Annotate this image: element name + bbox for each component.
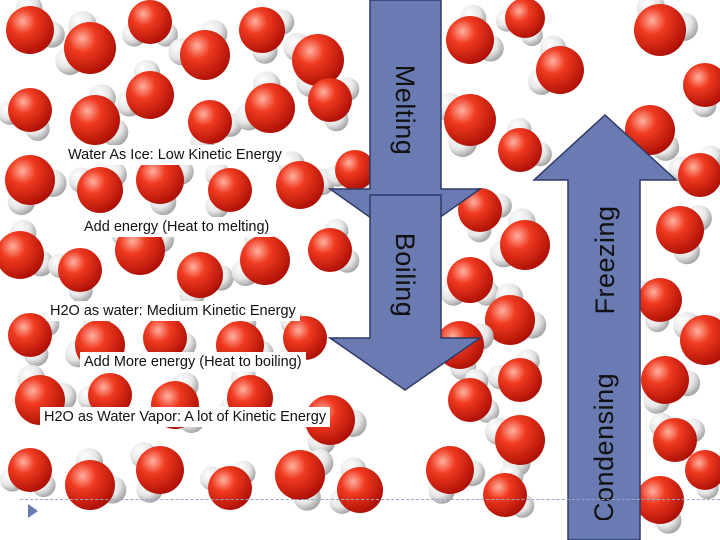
water-molecule xyxy=(329,457,383,514)
add-more-energy-label: Add More energy (Heat to boiling) xyxy=(80,352,306,372)
water-molecule xyxy=(446,4,504,64)
water-molecule xyxy=(487,349,542,402)
water-molecule xyxy=(0,88,52,141)
water-molecule xyxy=(484,415,545,477)
water-molecule xyxy=(5,155,67,216)
melting-boiling-arrow xyxy=(327,0,483,243)
freezing-arrow-label: Freezing xyxy=(590,205,620,315)
water-label: H2O as water: Medium Kinetic Energy xyxy=(46,301,300,321)
water-molecule xyxy=(528,35,584,95)
bullet-triangle-icon xyxy=(28,504,38,518)
water-molecule xyxy=(168,19,230,80)
water-molecule xyxy=(48,248,102,303)
water-molecule xyxy=(426,446,486,504)
condensing-label-clip: Condensing xyxy=(576,352,632,520)
water-molecule xyxy=(649,412,706,462)
boiling-arrow-head xyxy=(327,194,483,391)
water-molecule xyxy=(6,0,65,54)
water-molecule xyxy=(668,145,720,197)
boiling-arrow-label: Boiling xyxy=(390,232,420,318)
water-molecule xyxy=(8,312,60,367)
water-molecule xyxy=(122,0,178,47)
water-molecule xyxy=(234,71,295,133)
water-molecule xyxy=(231,224,290,287)
water-molecule xyxy=(498,117,552,172)
slide-divider xyxy=(20,499,720,500)
water-molecule xyxy=(308,77,360,132)
water-molecule xyxy=(683,63,720,118)
water-molecule xyxy=(55,10,116,75)
water-molecule xyxy=(130,442,184,503)
water-molecule xyxy=(685,450,720,500)
water-molecule xyxy=(177,252,234,308)
water-molecule xyxy=(0,448,56,498)
water-molecule xyxy=(435,93,496,157)
water-molecule xyxy=(68,161,127,213)
water-molecule xyxy=(275,449,334,511)
water-molecule xyxy=(458,188,512,243)
water-molecule xyxy=(495,0,545,47)
freezing-condensing-arrow xyxy=(532,113,678,540)
water-molecule xyxy=(70,84,129,146)
water-molecule xyxy=(440,257,500,306)
water-molecule xyxy=(634,0,698,56)
ice-label: Water As Ice: Low Kinetic Energy xyxy=(64,145,286,165)
water-molecule xyxy=(205,162,252,218)
vapor-label: H2O as Water Vapor: A lot of Kinetic Ene… xyxy=(40,407,331,427)
water-molecule xyxy=(239,7,295,64)
water-molecule xyxy=(448,368,500,423)
water-molecule xyxy=(485,283,547,345)
water-molecule xyxy=(136,156,194,216)
water-molecule xyxy=(116,59,174,119)
water-molecule xyxy=(489,208,550,270)
water-molecule xyxy=(308,218,360,273)
water-molecule xyxy=(0,219,54,279)
melting-arrow-label: Melting xyxy=(390,64,420,156)
condensing-arrow-label: Condensing xyxy=(589,372,619,520)
add-energy-label: Add energy (Heat to melting) xyxy=(80,217,274,237)
water-molecule xyxy=(673,312,720,365)
water-molecule xyxy=(65,448,127,510)
water-molecule xyxy=(641,356,701,414)
water-molecule xyxy=(656,205,712,265)
